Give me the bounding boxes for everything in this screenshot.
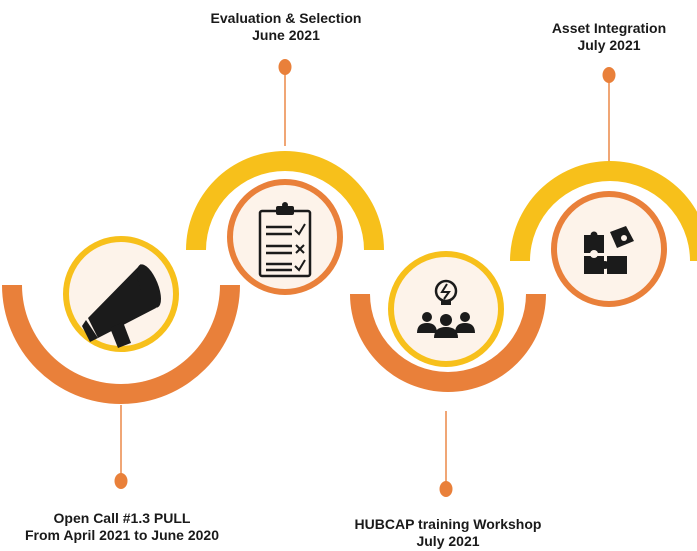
- connector-dot-step-4: [602, 67, 616, 83]
- icon-circle-step-2: [227, 179, 343, 295]
- step-title: Evaluation & Selection: [210, 10, 362, 26]
- step-date: From April 2021 to June 2020: [25, 526, 219, 543]
- step-label-open-call: Open Call #1.3 PULL From April 2021 to J…: [0, 510, 244, 544]
- arc-step-4: [510, 161, 697, 261]
- puzzle-icon: [584, 226, 634, 274]
- step-title: HUBCAP training Workshop: [354, 516, 542, 532]
- connector-dot-step-2: [278, 59, 292, 75]
- megaphone-icon: [82, 264, 161, 348]
- step-label-hubcap-workshop: HUBCAP training Workshop July 2021: [338, 516, 558, 550]
- icon-circle-step-3: [388, 251, 504, 367]
- connector-dot-step-1: [114, 473, 128, 489]
- step-title: Open Call #1.3 PULL: [53, 510, 191, 526]
- step-date: June 2021: [252, 26, 320, 43]
- connector-dot-step-3: [439, 481, 453, 497]
- arc-step-3: [350, 294, 546, 392]
- icon-circle-step-4: [551, 191, 667, 307]
- step-title: Asset Integration: [551, 20, 667, 36]
- step-label-evaluation-selection: Evaluation & Selection June 2021: [188, 10, 384, 44]
- team-idea-icon: [417, 279, 475, 338]
- step-date: July 2021: [416, 532, 480, 549]
- arc-step-2: [186, 151, 384, 250]
- checklist-icon: [258, 202, 312, 278]
- arc-step-1: [2, 285, 240, 404]
- step-date: July 2021: [577, 36, 641, 53]
- step-label-asset-integration: Asset Integration July 2021: [536, 20, 682, 54]
